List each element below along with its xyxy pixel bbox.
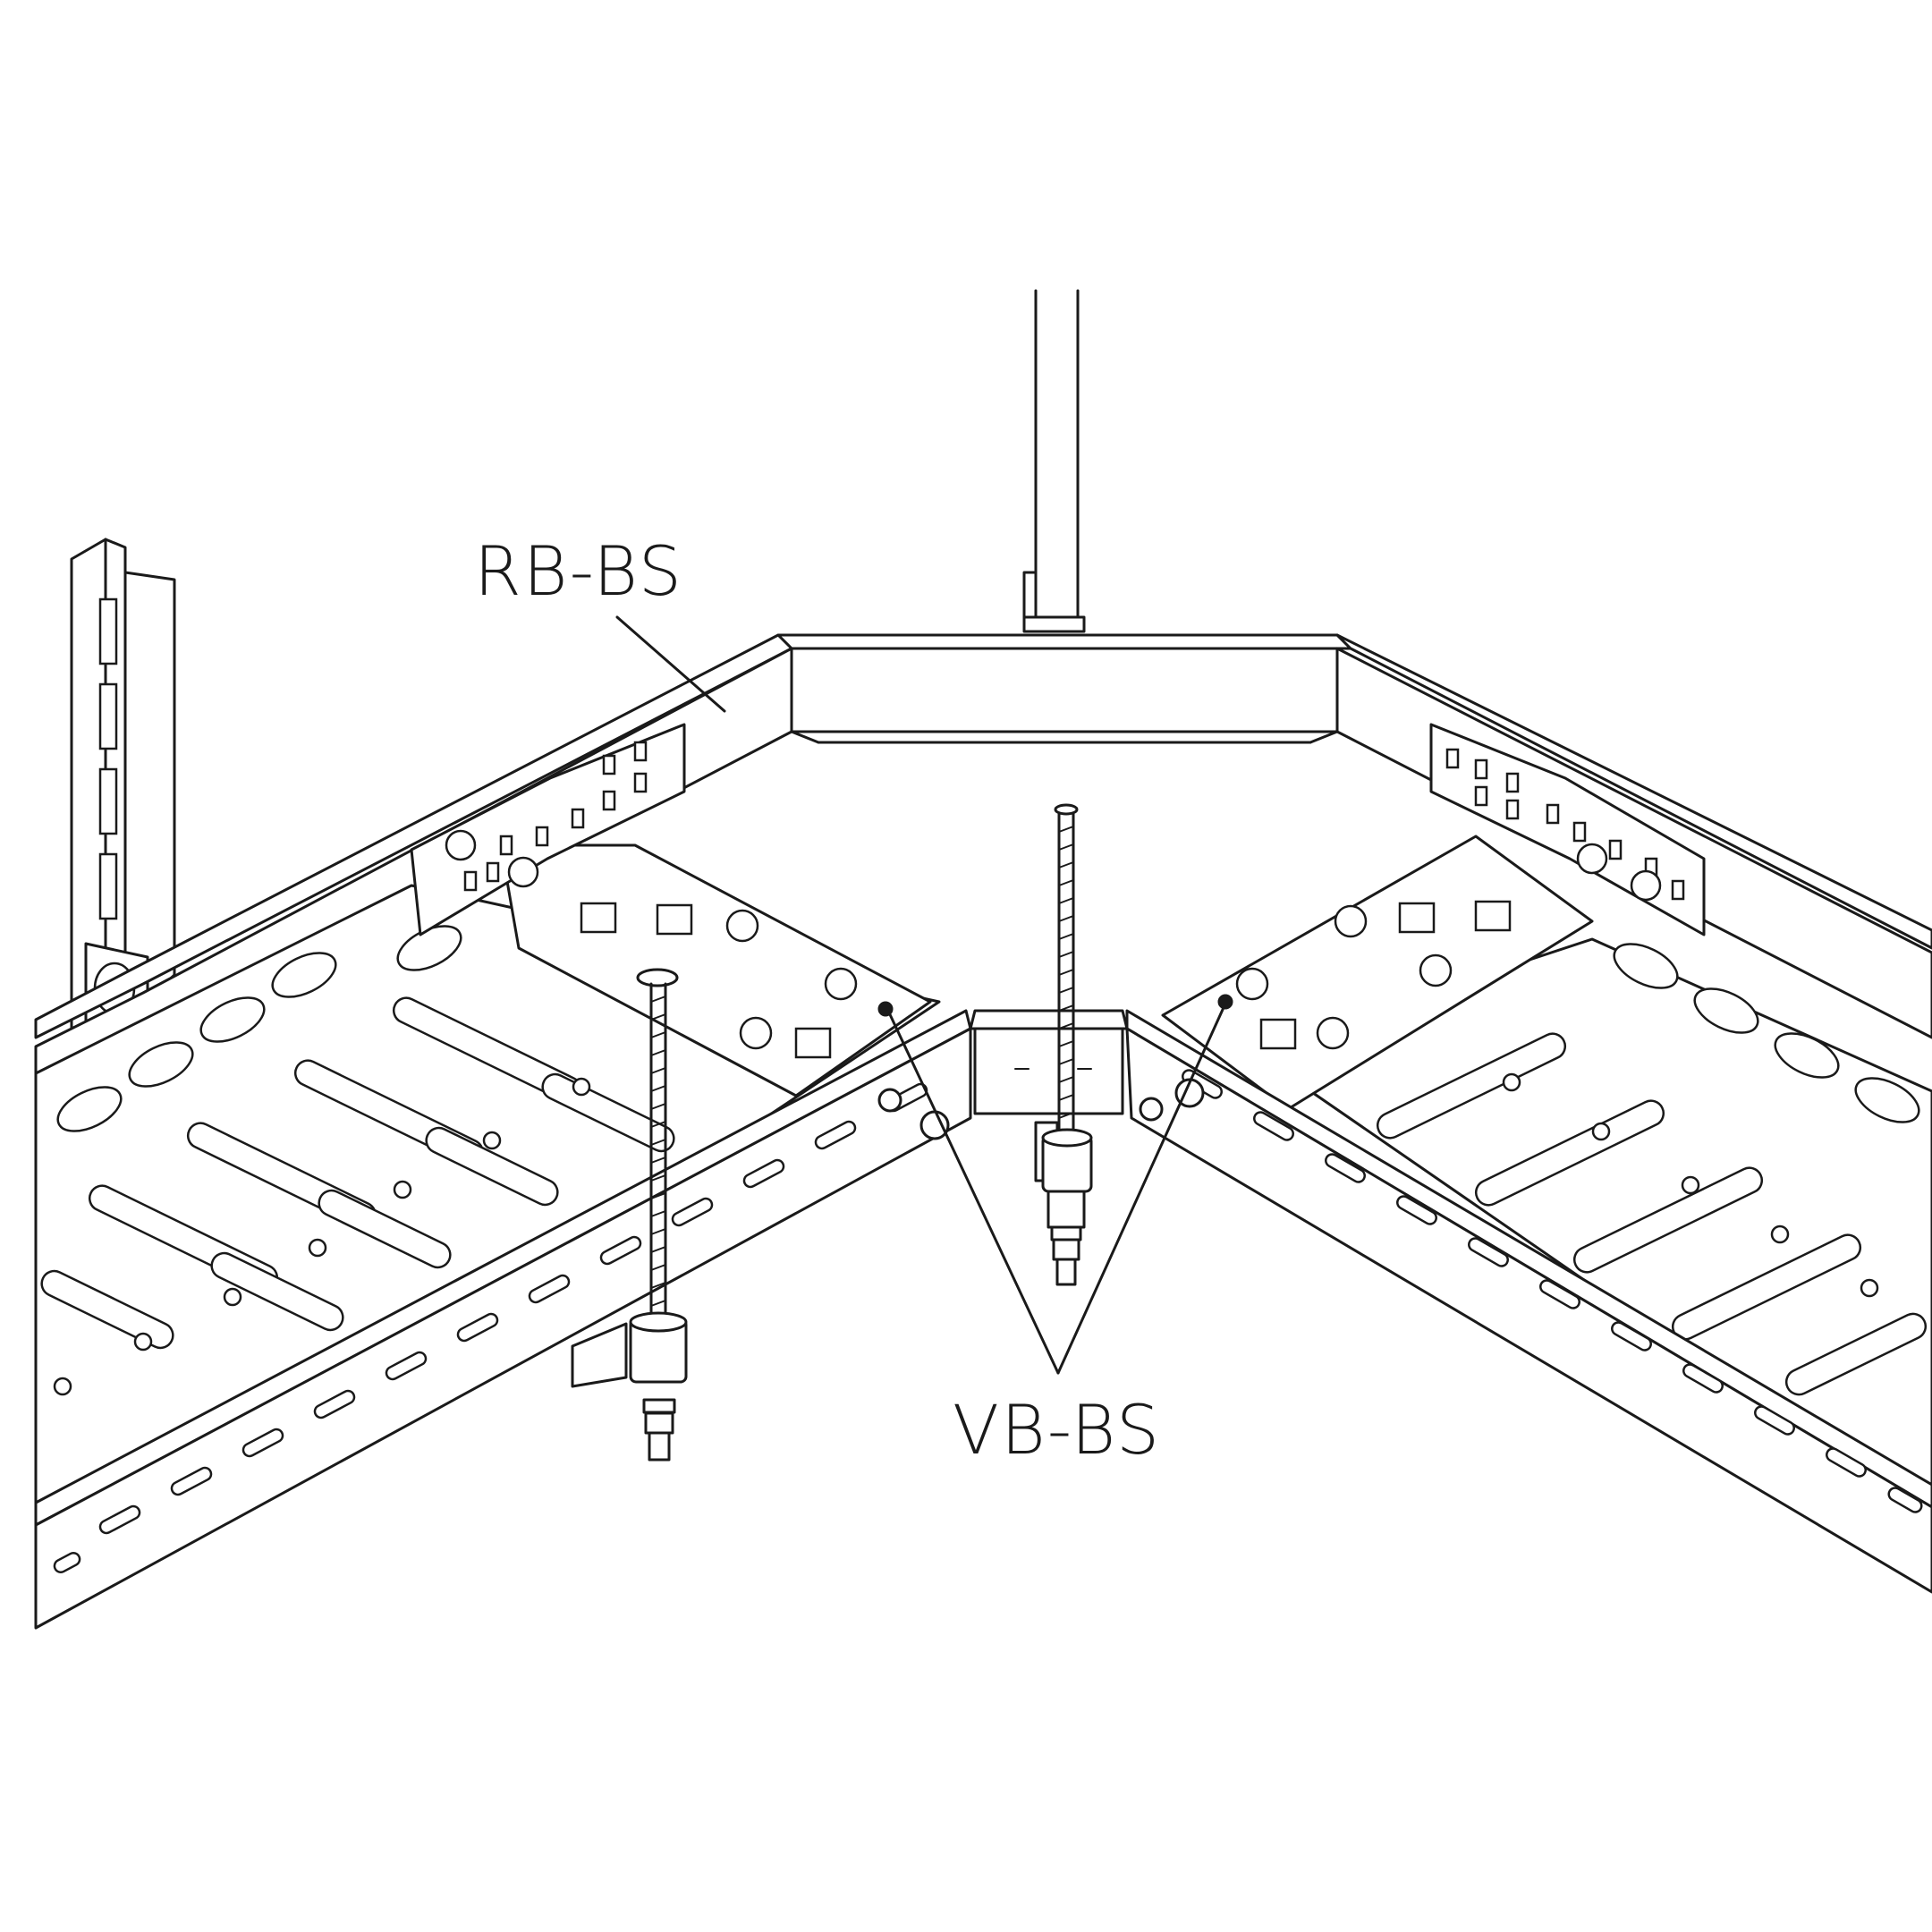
right-front-side-rail: [1125, 1009, 1932, 1594]
label-vb-bs: VB-BS: [953, 1390, 1161, 1470]
left-front-side-rail: [34, 1009, 972, 1630]
rod-thread-center: [1058, 826, 1074, 1119]
label-rb-bs: RB-BS: [474, 531, 683, 611]
right-tray-slots: [1376, 943, 1928, 1396]
left-front-slots: [53, 1082, 928, 1574]
threaded-rod-left: [571, 968, 688, 1462]
left-tray-slots: [40, 925, 675, 1396]
rod-thread-left: [650, 996, 666, 1307]
leader-rb-bs: [615, 615, 726, 713]
threaded-rod-center: [1034, 803, 1093, 1286]
vb-bs-front-corner-plate: [969, 1009, 1129, 1115]
rb-bs-right-plate: [1429, 723, 1706, 936]
left-bottom-splice-plate: [499, 843, 932, 1097]
right-bottom-splice-plate: [1161, 835, 1594, 1111]
vb-bs-bolts: [877, 994, 1233, 1140]
leader-lines: [615, 615, 1227, 1375]
leader-vb-bs-right: [1056, 1002, 1227, 1375]
leader-vb-bs-left: [886, 1009, 1060, 1375]
ceiling-hanger: [1022, 289, 1086, 633]
rb-bs-left-plate: [410, 723, 686, 936]
right-tray-bottom: [1250, 937, 1932, 1487]
